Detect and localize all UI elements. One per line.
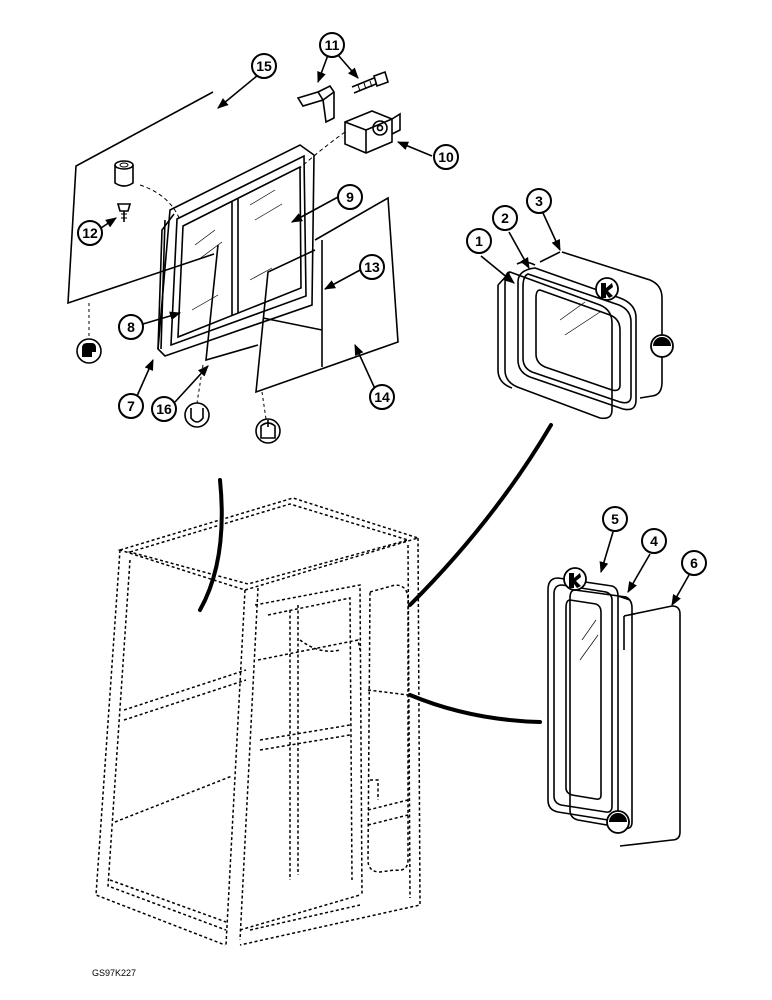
adhesive-symbol — [563, 567, 587, 591]
callout-3: 3 — [526, 188, 552, 214]
callout-label: 3 — [535, 193, 543, 209]
leader-line — [408, 423, 553, 607]
callout-label: 12 — [82, 225, 98, 241]
callout-label: 5 — [611, 511, 619, 527]
callout-10: 10 — [433, 144, 459, 170]
callout-13: 13 — [359, 254, 385, 280]
callout-label: 13 — [364, 259, 380, 275]
adhesive-symbol — [595, 277, 619, 301]
leader-line — [198, 478, 224, 612]
callout-7: 7 — [118, 393, 144, 419]
rear-window-seal-assembly — [547, 567, 681, 847]
callout-2: 2 — [492, 205, 518, 231]
callout-14: 14 — [369, 384, 395, 410]
sealant-symbol — [184, 402, 210, 428]
callout-5: 5 — [602, 506, 628, 532]
window-frame — [157, 144, 315, 357]
side-window-seal-assembly — [497, 251, 674, 420]
callout-label: 16 — [156, 401, 172, 417]
callout-label: 8 — [127, 319, 135, 335]
callout-label: 9 — [346, 189, 354, 205]
bolt-part — [351, 70, 389, 94]
callout-8: 8 — [118, 314, 144, 340]
leader-lines — [100, 54, 433, 403]
sealant-symbol — [606, 810, 630, 834]
callout-11: 11 — [319, 32, 345, 58]
callout-label: 10 — [438, 149, 454, 165]
cab-frame — [95, 497, 421, 946]
callout-1: 1 — [466, 228, 492, 254]
callout-4: 4 — [641, 528, 667, 554]
callout-label: 14 — [374, 389, 390, 405]
sealant-symbol — [650, 334, 674, 358]
callout-label: 7 — [127, 398, 135, 414]
bracket-part — [296, 84, 335, 124]
drawing-code: GS97K227 — [92, 968, 136, 978]
cleaner-symbol — [255, 418, 281, 444]
bushing-part — [114, 160, 134, 187]
callout-12: 12 — [77, 220, 103, 246]
callout-label: 6 — [690, 555, 698, 571]
callout-15: 15 — [251, 53, 277, 79]
callout-label: 2 — [501, 210, 509, 226]
callout-label: 4 — [650, 533, 658, 549]
film-sheet-13-14 — [255, 196, 399, 394]
adhesive-symbol — [76, 338, 102, 364]
callout-label: 11 — [325, 37, 340, 53]
film-sheet-16 — [205, 244, 259, 362]
screw-part-12 — [116, 203, 132, 222]
leader-line — [408, 693, 542, 724]
callout-label: 15 — [256, 58, 272, 74]
callout-6: 6 — [681, 550, 707, 576]
callout-9: 9 — [337, 184, 363, 210]
sliding-window-assembly — [67, 70, 401, 444]
callout-label: 1 — [475, 233, 483, 249]
callout-16: 16 — [151, 396, 177, 422]
roller-block — [344, 110, 401, 154]
film-sheet-15 — [67, 91, 215, 305]
